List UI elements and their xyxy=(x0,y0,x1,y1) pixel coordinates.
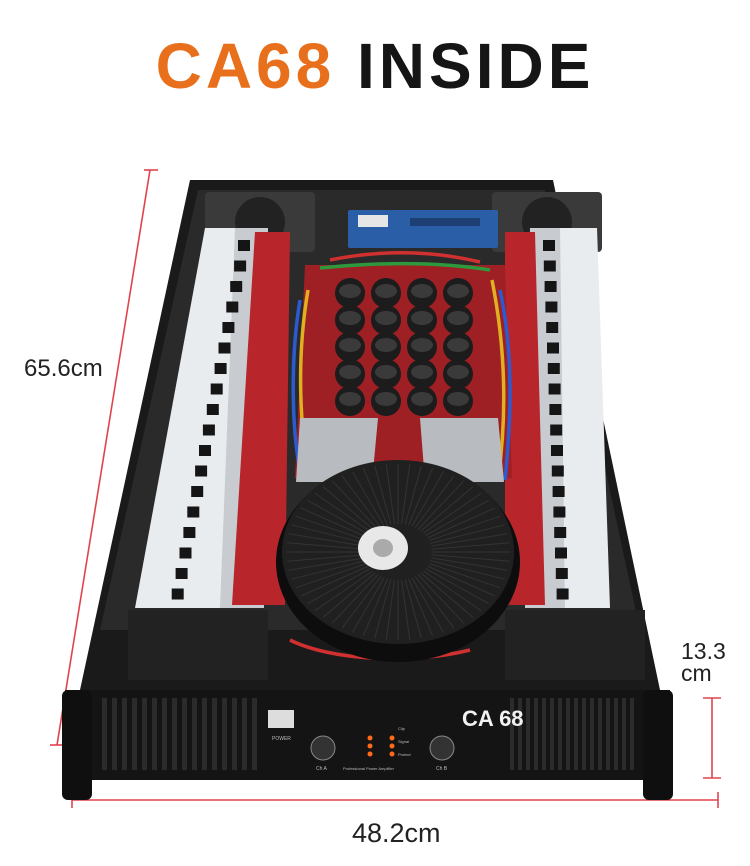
control-board xyxy=(348,210,498,248)
power-label: POWER xyxy=(272,736,291,742)
page-title: CA68 INSIDE xyxy=(0,28,750,104)
bracket-right xyxy=(420,418,504,482)
driver-board-left xyxy=(232,232,290,605)
panel-logo: CA 68 xyxy=(462,706,524,731)
title-suffix: INSIDE xyxy=(357,30,595,102)
transistor-row-right xyxy=(543,240,569,600)
height-unit: cm xyxy=(681,660,712,686)
toroidal-transformer xyxy=(276,460,520,662)
driver-board-right xyxy=(505,232,545,605)
depth-dimension: 65.6cm xyxy=(24,355,103,382)
indicator-label-protect: Protect xyxy=(398,752,412,757)
indicator-label-clip: Clip xyxy=(398,726,406,731)
width-dimension: 48.2cm xyxy=(352,818,441,848)
gain-knob-b xyxy=(429,735,455,761)
vent-grille-right xyxy=(510,698,634,770)
transistor-row-left xyxy=(171,240,250,600)
capacitor-bank xyxy=(335,278,473,416)
indicator-label-signal: Signal xyxy=(398,739,409,744)
channel-b-label: Ch B xyxy=(436,766,448,772)
vent-grille-left xyxy=(102,698,257,770)
height-value: 13.3 xyxy=(681,638,726,664)
power-switch xyxy=(268,710,294,728)
panel-subtitle: Professional Power Amplifier xyxy=(343,766,395,771)
wiring xyxy=(289,250,512,661)
front-fan-right xyxy=(505,610,645,680)
channel-a-label: Ch A xyxy=(316,766,328,772)
gain-knob-a xyxy=(310,735,336,761)
indicator-leds xyxy=(367,735,395,757)
height-dimension: 13.3 cm xyxy=(681,638,741,686)
dimension-lines xyxy=(50,169,721,808)
front-panel: CA 68 POWER Ch A Ch B Clip Signal Protec… xyxy=(62,690,673,800)
front-fan-left xyxy=(128,610,268,680)
title-model: CA68 xyxy=(155,30,336,102)
